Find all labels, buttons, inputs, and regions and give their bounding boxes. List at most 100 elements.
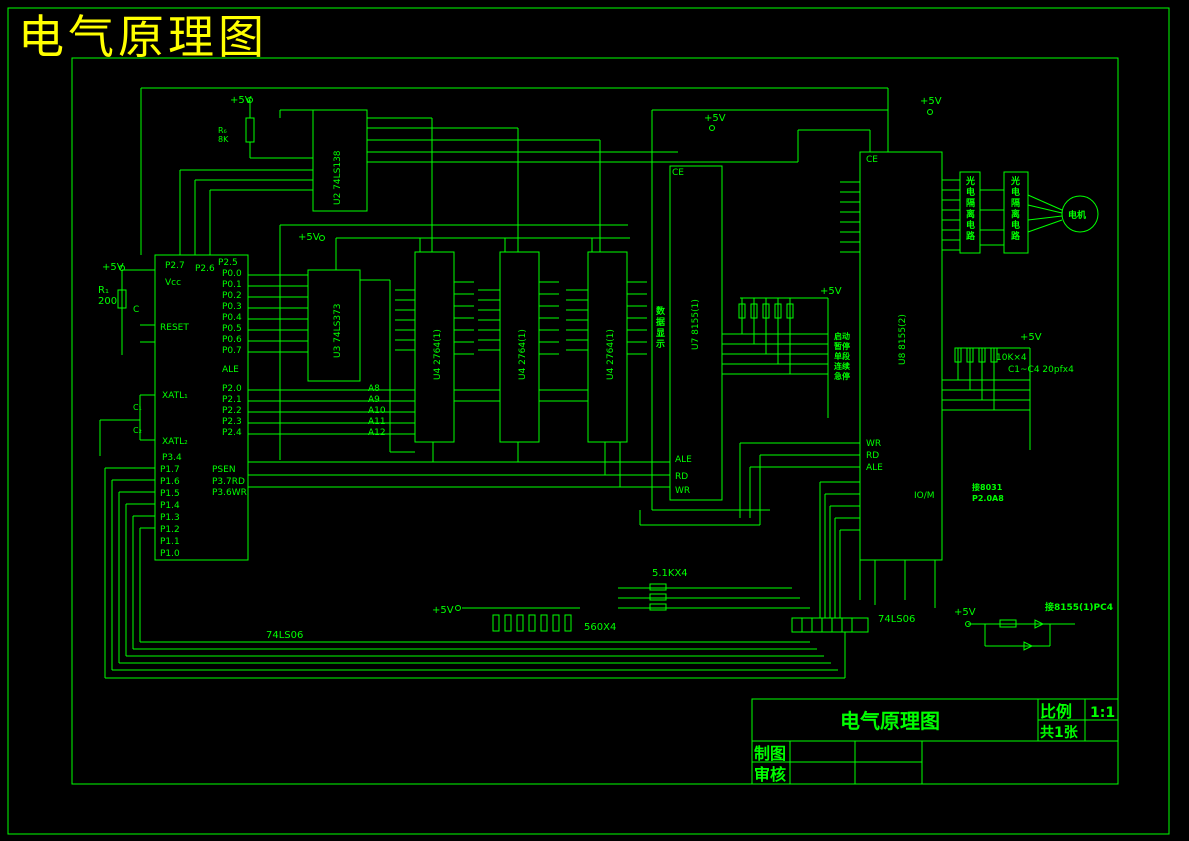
c-label: C — [133, 305, 139, 315]
ls06-label-b: 74LS06 — [878, 614, 915, 625]
mcu-p26: P2.6 — [195, 264, 215, 274]
u8-ale: ALE — [866, 463, 883, 473]
mcu-xatl2: XATL₂ — [162, 437, 188, 447]
vcc-node-3 — [319, 235, 325, 241]
u4b-name: U4 2764(1) — [518, 329, 528, 380]
ctrl-single: 单段 — [834, 351, 850, 361]
led-diode-1 — [1034, 619, 1045, 629]
mcu-p17: P1.7 — [160, 465, 180, 475]
mcu-xatl1: XATL₁ — [162, 391, 188, 401]
vcc-node-6 — [455, 605, 461, 611]
resistor-pb5 — [786, 303, 794, 319]
ctrl-start: 启动 — [834, 331, 850, 341]
mcu-p34: P3.4 — [162, 453, 182, 463]
display-label: 数据显示 — [656, 305, 666, 350]
to-8031-pin: P2.0A8 — [972, 494, 1004, 503]
r1-label: R₁ — [98, 285, 109, 296]
resistor-5k1-1 — [649, 583, 667, 591]
resistor-560-5 — [540, 614, 548, 632]
port0-bus — [248, 274, 308, 353]
resistor-led — [999, 619, 1017, 628]
addr-a11: A11 — [368, 417, 386, 427]
u7-name: U7 8155(1) — [691, 299, 701, 350]
ctrl-pause: 暂停 — [834, 341, 850, 351]
mcu-psen: PSEN — [212, 465, 236, 475]
scale-value: 1:1 — [1090, 705, 1115, 721]
opto-block-1 — [959, 171, 981, 254]
u4a-2764-body — [414, 251, 455, 443]
mcu-p22: P2.2 — [222, 406, 242, 416]
u4c-2764-body — [587, 251, 628, 443]
mcu-p05: P0.5 — [222, 324, 242, 334]
mcu-p01: P0.1 — [222, 280, 242, 290]
resistor-10k-3 — [978, 347, 986, 363]
vcc-label-9: +5V — [1020, 332, 1042, 343]
drawn-by-label: 制图 — [754, 744, 786, 763]
addr-a8: A8 — [368, 384, 380, 394]
vcc-label-4: +5V — [704, 113, 726, 124]
c2-label: C₂ — [133, 426, 142, 435]
mcu-reset: RESET — [160, 323, 189, 333]
mcu-p16: P1.6 — [160, 477, 180, 487]
vcc-node-4 — [709, 125, 715, 131]
mcu-p06: P0.6 — [222, 335, 242, 345]
resistor-10k-4 — [990, 347, 998, 363]
mcu-8031-body — [154, 254, 249, 561]
vcc-node-7 — [965, 621, 971, 627]
checked-by-label: 审核 — [754, 765, 786, 784]
res-560-label: 560X4 — [584, 622, 616, 633]
mcu-wr: P3.6WR — [212, 488, 247, 498]
u2-74ls138-body — [312, 109, 368, 212]
motor-symbol — [1061, 195, 1099, 233]
pa-lines — [942, 179, 1063, 251]
u3-74ls373-body — [307, 269, 361, 382]
mcu-p13: P1.3 — [160, 513, 180, 523]
resistor-5k1-2 — [649, 593, 667, 601]
resistor-560-1 — [492, 614, 500, 632]
resistor-560-6 — [552, 614, 560, 632]
mcu-p27: P2.7 — [165, 261, 185, 271]
mcu-p00: P0.0 — [222, 269, 242, 279]
c1-label: C₁ — [133, 403, 142, 412]
title-block-title: 电气原理图 — [840, 709, 940, 733]
u8-wr: WR — [866, 439, 881, 449]
mcu-p21: P2.1 — [222, 395, 242, 405]
led-diode-2 — [1023, 641, 1034, 651]
vcc-label-5: +5V — [920, 96, 942, 107]
data-bus — [454, 281, 647, 355]
cap-label: C1~C4 20pfx4 — [1008, 365, 1074, 375]
mcu-p14: P1.4 — [160, 501, 180, 511]
u4c-name: U4 2764(1) — [606, 329, 616, 380]
mcu-ale: ALE — [222, 365, 239, 375]
u8-8155-body — [859, 151, 943, 561]
u8-name: U8 8155(2) — [898, 314, 908, 365]
mcu-p20: P2.0 — [222, 384, 242, 394]
to-8031-label: 接8031 — [972, 482, 1003, 492]
mcu-p24: P2.4 — [222, 428, 242, 438]
rb-label: R₆ — [218, 126, 227, 135]
vcc-node-5 — [927, 109, 933, 115]
vcc-label-1: +5V — [230, 95, 252, 106]
u4a-name: U4 2764(1) — [433, 329, 443, 380]
resistor-rb — [245, 117, 255, 143]
vcc-label-3: +5V — [298, 232, 320, 243]
scale-label: 比例 — [1040, 702, 1072, 721]
opto-label-1: 光电隔离电路 — [965, 175, 976, 242]
u7-8155-body — [669, 165, 723, 501]
ad-lines — [840, 181, 860, 253]
to-8155-pc4: 接8155(1)PC4 — [1045, 601, 1113, 613]
u7-wr: WR — [675, 486, 690, 496]
vcc-label-2: +5V — [102, 262, 124, 273]
opto-label-2: 光电隔离电路 — [1010, 175, 1021, 242]
addr-a9: A9 — [368, 395, 380, 405]
vcc-label-8: +5V — [820, 286, 842, 297]
vcc-node-2 — [119, 265, 125, 271]
u7-ce: CE — [672, 168, 684, 178]
ls06-block — [791, 617, 869, 633]
io-m-label: IO/M — [914, 491, 935, 501]
resistor-pb4 — [774, 303, 782, 319]
motor-label: 电机 — [1068, 209, 1086, 221]
u7-ale: ALE — [675, 455, 692, 465]
u8-rd: RD — [866, 451, 879, 461]
vcc-node-1 — [247, 97, 253, 103]
